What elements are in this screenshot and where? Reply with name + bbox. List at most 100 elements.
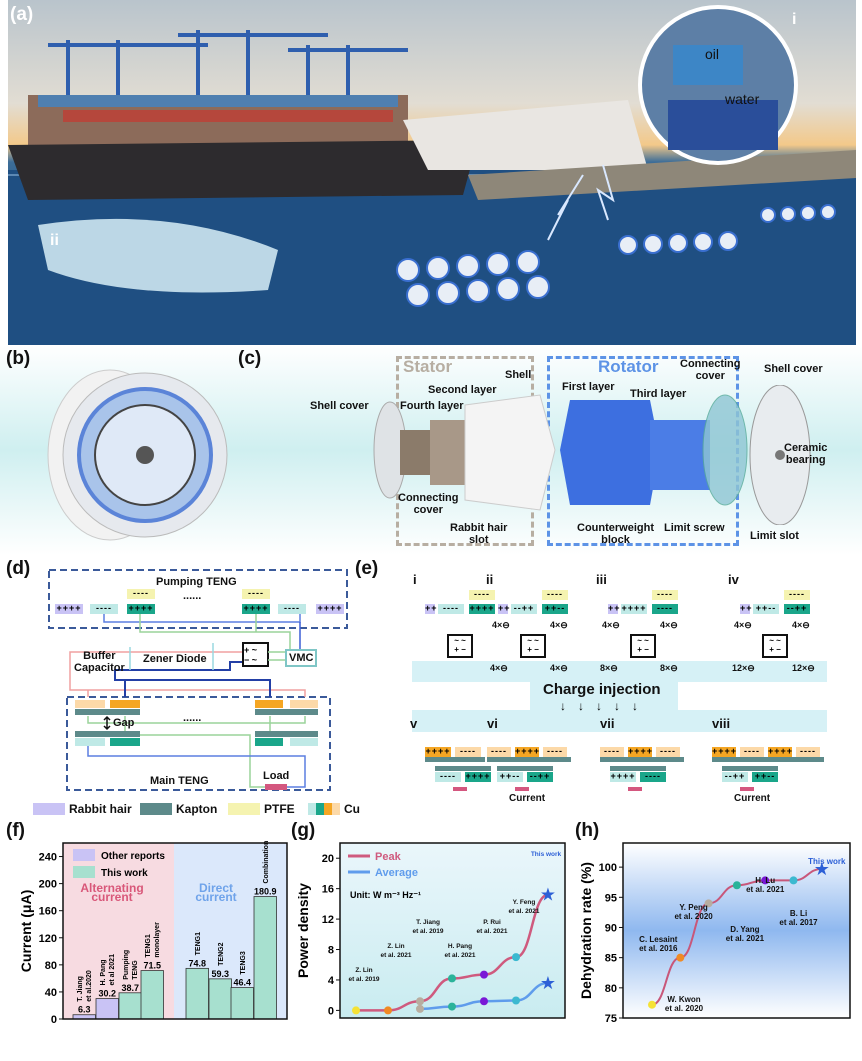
rectifier-symbols: + ~− ~ (244, 645, 267, 665)
inset-label-i: i (792, 11, 797, 28)
legend-swatch-rabbit-hair (33, 803, 65, 815)
upper-electrode-charge: ---- (543, 747, 567, 757)
plot-background (340, 843, 565, 1018)
label-second-layer: Second layer (428, 384, 497, 396)
water-label: water (725, 91, 760, 107)
injection-arrows: ↓↓↓↓↓ (560, 699, 650, 713)
label-shell-cover-right: Shell cover (764, 363, 823, 375)
legend-peak: Peak (375, 851, 402, 863)
electrode-charge: ++-- (753, 604, 779, 614)
top-band (412, 661, 827, 682)
current-label: Current (509, 793, 546, 804)
step-label-vi: vi (487, 716, 498, 731)
data-point (732, 881, 741, 890)
gap-label: Gap (113, 717, 135, 729)
lower-electrode-charge: ++++ (610, 771, 636, 782)
y-tick-label: 0 (328, 1005, 334, 1017)
upper-electrode-charge: ++++ (628, 746, 654, 757)
panel-label-g: (g) (291, 820, 316, 841)
bar (208, 978, 232, 1020)
y-tick-label: 0 (51, 1014, 57, 1026)
y-tick-label: 80 (605, 983, 617, 995)
step-label-viii: viii (712, 716, 731, 731)
legend-this-work: This work (101, 868, 148, 879)
data-point (648, 1000, 656, 1009)
rotator-label: Rotator (598, 357, 659, 376)
electron-count: 12×⊖ (792, 663, 815, 673)
electrode-charge: ++++ (469, 603, 495, 614)
bar-value-label: 46.4 (233, 978, 251, 988)
ptfe-charge: ---- (784, 590, 810, 600)
y-tick-label: 80 (45, 960, 57, 972)
upper-electrode-charge: ++++ (425, 746, 451, 757)
rectifier-box: ~ ~ + − (520, 634, 546, 658)
electron-count: 4×⊖ (602, 620, 620, 630)
label-fourth-layer: Fourth layer (400, 400, 464, 412)
data-point (416, 997, 424, 1006)
y-tick-label: 90 (605, 922, 617, 934)
rabbit-hair-charge: ++ (740, 603, 753, 614)
annotation-label: This work (531, 851, 562, 858)
label-counterweight-block: Counterweight block (577, 522, 654, 546)
lower-electrode-charge: ++++ (465, 771, 491, 782)
teng-array (396, 204, 836, 307)
data-point (761, 876, 770, 885)
data-point (512, 953, 520, 962)
label-rabbit-hair-slot: Rabbit hair slot (450, 522, 508, 546)
charge-injection-label: Charge injection (543, 681, 661, 698)
electrode-charge: --++ (511, 604, 537, 614)
y-axis-label: Dehydration rate (%) (578, 862, 594, 999)
ptfe-charge: ---- (652, 590, 678, 600)
pumping-ellipsis: ...... (183, 590, 202, 602)
electron-count: 4×⊖ (734, 620, 752, 630)
pumping-electrode: ++++ (127, 603, 155, 614)
panel-label-b: (b) (6, 348, 31, 369)
ptfe-charge: ---- (469, 590, 495, 600)
plot-frame (622, 842, 851, 1019)
data-point (416, 1004, 424, 1013)
plot-frame (62, 842, 288, 1020)
kapton-layer (425, 757, 485, 762)
data-point (480, 997, 488, 1006)
electron-count: 4×⊖ (490, 663, 508, 673)
main-ellipsis: ...... (183, 712, 202, 724)
zener-diode-label: Zener Diode (143, 653, 207, 665)
upper-electrode-charge: ---- (796, 747, 820, 757)
step-label-vii: vii (600, 716, 615, 731)
panel-label-a: (a) (10, 4, 34, 25)
bar (253, 896, 277, 1020)
load-resistor (740, 787, 754, 791)
y-tick-label: 4 (328, 975, 335, 987)
y-tick-label: 240 (39, 852, 57, 864)
annotation-label: This work (808, 857, 846, 866)
kapton-layer (497, 766, 553, 771)
circuit-diagram (48, 569, 348, 791)
bar-category-label: Combination (263, 841, 270, 884)
rectifier-box: ~ ~ + − (447, 634, 473, 658)
unit-label: Unit: W m⁻³ Hz⁻¹ (350, 890, 421, 900)
bottom-band (412, 710, 827, 732)
y-tick-label: 75 (605, 1013, 617, 1025)
rabbit-hair-charge: ++ (425, 603, 438, 614)
bar (230, 987, 254, 1020)
legend-swatch-other (73, 849, 95, 861)
star-marker: ★ (540, 973, 556, 993)
star-marker: ★ (540, 885, 556, 905)
y-axis-label: Current (μA) (18, 890, 34, 972)
label-ceramic-bearing: Ceramic bearing (784, 442, 828, 466)
lower-electrode-charge: ++-- (497, 772, 523, 782)
kapton-layer (610, 766, 666, 771)
rect-plus: + (244, 645, 250, 655)
legend-label: PTFE (264, 802, 295, 816)
y-tick-label: 160 (39, 906, 57, 918)
y-tick-label: 100 (599, 862, 617, 874)
